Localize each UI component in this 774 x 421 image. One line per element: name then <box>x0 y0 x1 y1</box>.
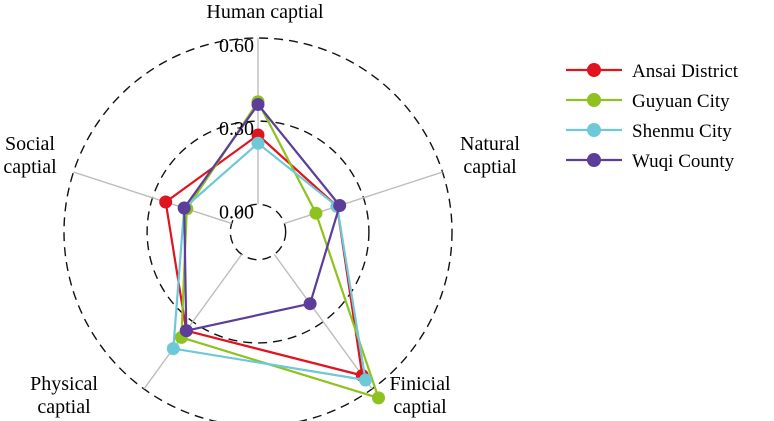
series-1-point-1 <box>309 206 323 220</box>
tick-label-1: 0.30 <box>219 118 254 140</box>
axis-spoke-2 <box>273 253 373 390</box>
axis-spoke-4 <box>73 171 232 225</box>
legend-label-0: Ansai District <box>632 61 739 82</box>
series-3-point-0 <box>251 98 265 111</box>
series-2-point-2 <box>359 373 372 387</box>
legend-label-1: Guyuan City <box>632 91 730 112</box>
series-line-3 <box>183 103 341 332</box>
axis-label-3-line-1: captial <box>37 396 91 418</box>
legend-swatch-marker-0 <box>587 63 601 77</box>
legend-label-3: Wuqi County <box>632 151 735 172</box>
series-3-point-2 <box>303 297 317 311</box>
grid-circle-0 <box>229 203 287 261</box>
axis-label-4-line-1: captial <box>3 156 57 178</box>
series-3-point-4 <box>177 201 191 215</box>
legend-swatch-marker-2 <box>587 123 601 137</box>
axis-label-2-line-0: Finicial <box>389 373 451 395</box>
legend-label-2: Shenmu City <box>632 121 732 142</box>
series-line-0 <box>164 133 364 377</box>
legend-swatch-marker-3 <box>587 153 601 167</box>
series-2-point-3 <box>166 342 180 356</box>
axis-label-1-line-1: captial <box>463 156 517 178</box>
axis-label-4-line-0: Social <box>5 133 55 155</box>
tick-label-0: 0.00 <box>219 201 254 223</box>
axis-spoke-3 <box>143 253 243 390</box>
series-1-point-2 <box>372 391 385 405</box>
series-3-point-3 <box>179 324 193 338</box>
radar-grid <box>63 37 453 421</box>
series-2-point-0 <box>251 136 265 150</box>
axis-label-2-line-1: captial <box>393 396 447 418</box>
series-line-2 <box>172 142 367 382</box>
grid-circle-2 <box>63 37 453 421</box>
series-3-point-1 <box>333 199 347 212</box>
legend-swatch-marker-1 <box>587 93 601 107</box>
radar-series <box>159 95 385 405</box>
series-line-1 <box>180 100 380 399</box>
axis-label-0-line-0: Human captial <box>206 1 324 23</box>
tick-label-2: 0.60 <box>219 35 254 57</box>
series-0-point-4 <box>159 195 173 209</box>
axis-label-3-line-0: Physical <box>30 373 98 395</box>
grid-circle-1 <box>146 120 370 344</box>
axis-label-1-line-0: Natural <box>460 133 520 155</box>
